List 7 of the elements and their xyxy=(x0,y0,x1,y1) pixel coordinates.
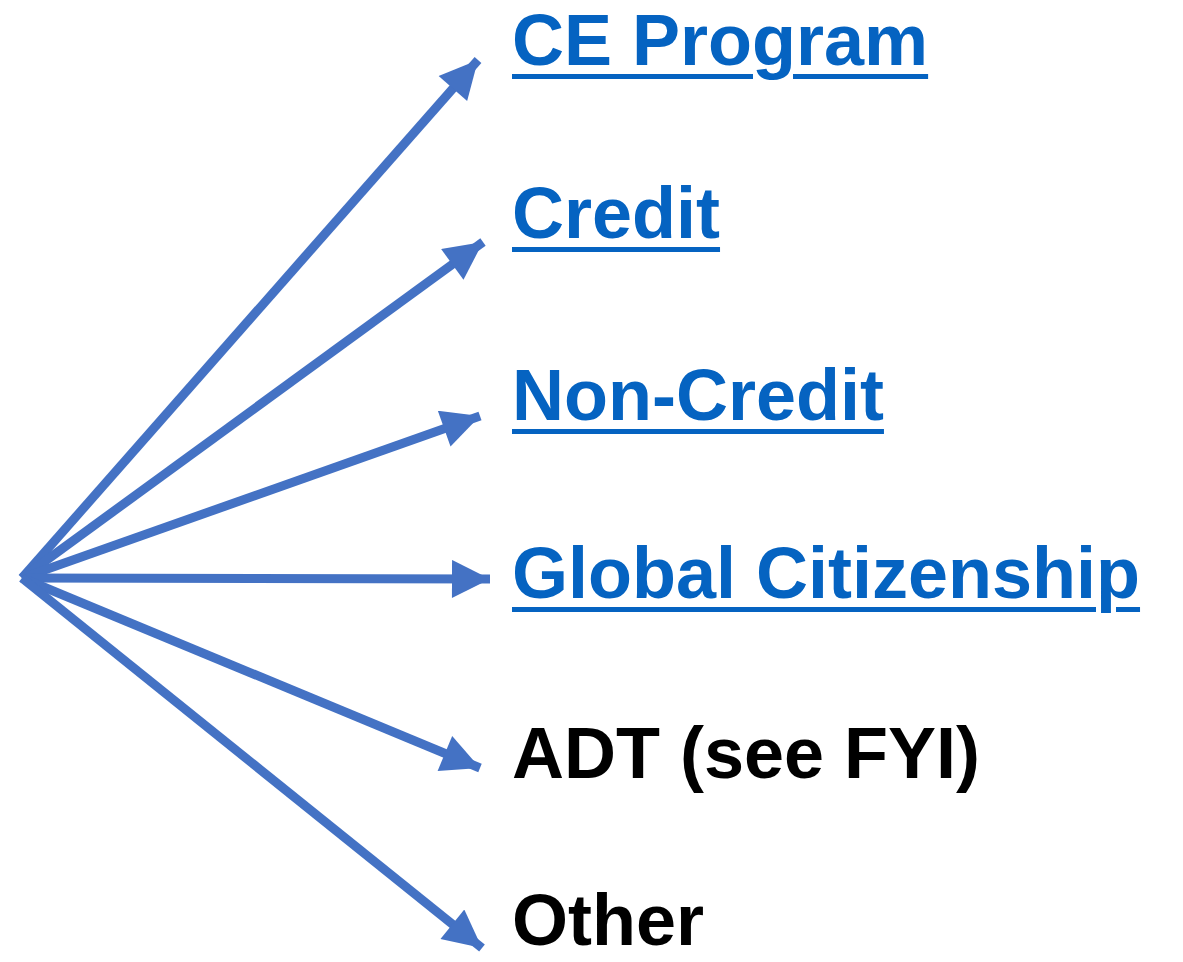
link-text: Global Citizenship xyxy=(512,533,1141,613)
link-text: Credit xyxy=(512,173,721,253)
link-text: CE Program xyxy=(512,0,929,80)
category-text: Other xyxy=(512,880,705,960)
link-text: Non-Credit xyxy=(512,355,884,435)
category-text: ADT (see FYI) xyxy=(512,713,981,793)
arrow xyxy=(18,57,482,581)
